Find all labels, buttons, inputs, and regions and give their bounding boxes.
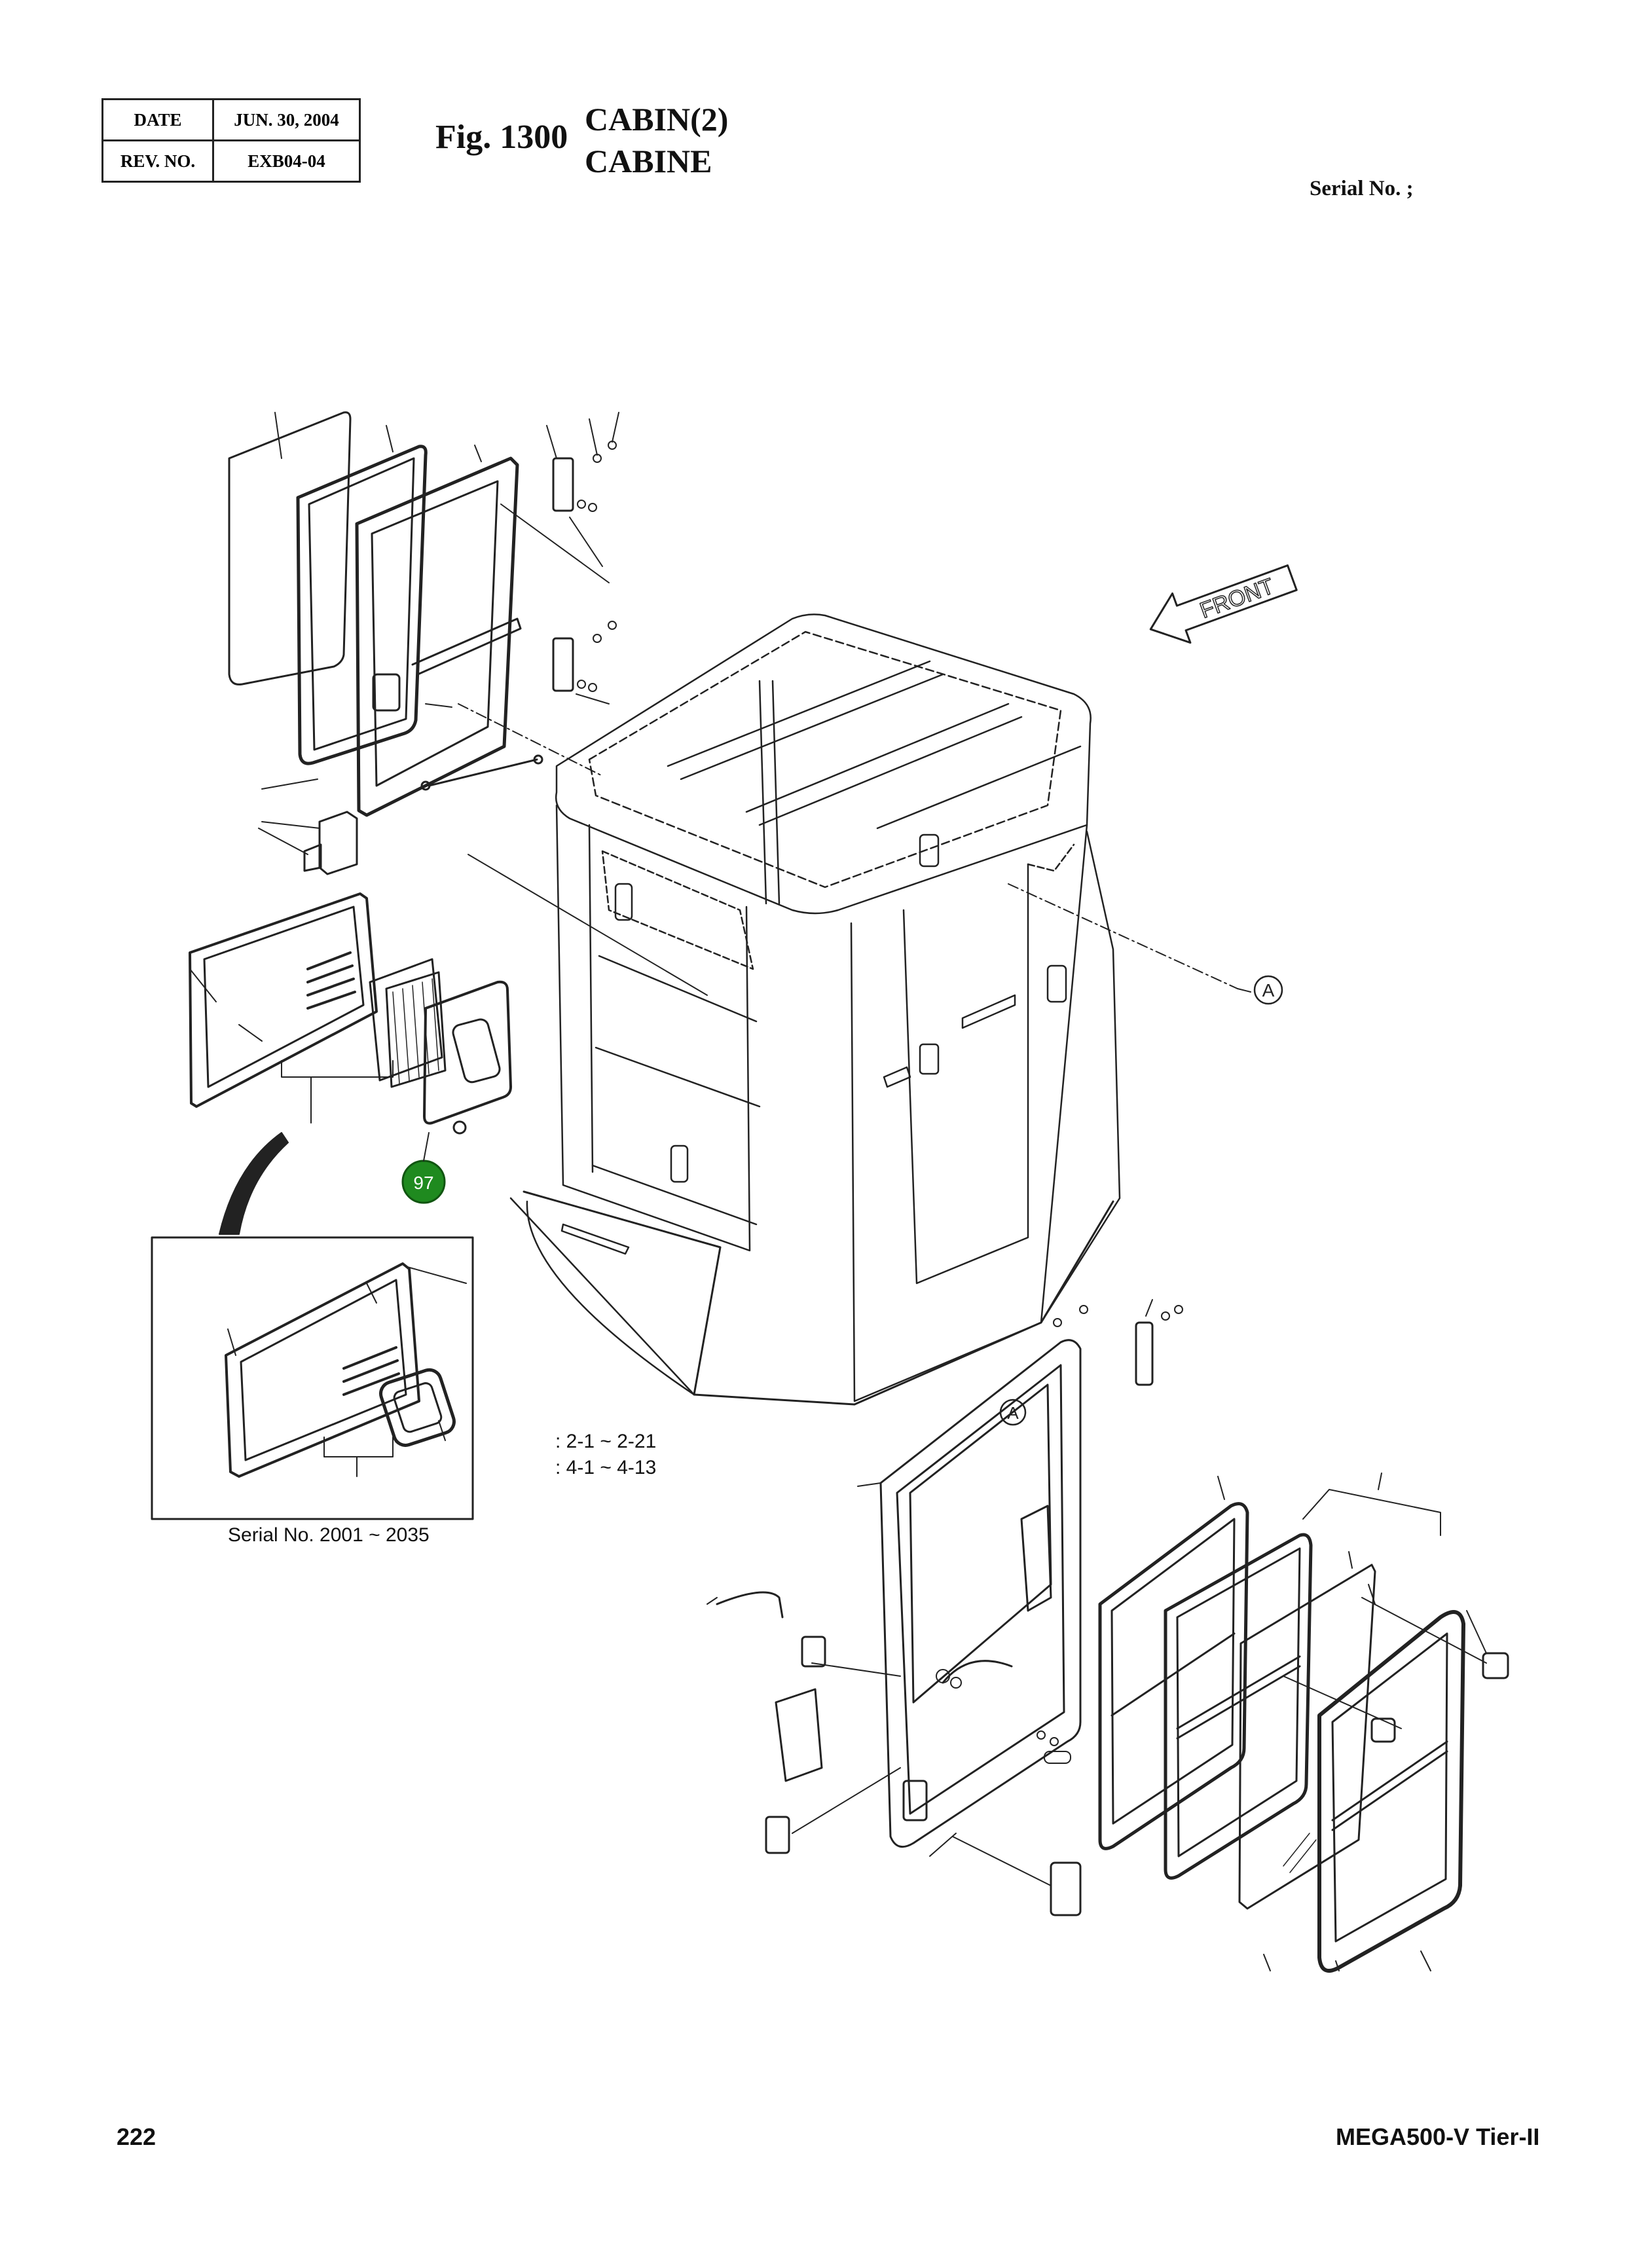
lower-window-outer-frame [1317, 1610, 1465, 1973]
lower-door-assembly: A [707, 1299, 1183, 1916]
model-name: MEGA500-V Tier-II [1336, 2123, 1540, 2150]
cabin-body [458, 613, 1251, 1406]
svg-text:A: A [1262, 980, 1275, 1000]
lower-window-glass [1238, 1564, 1376, 1910]
figure-title: CABIN(2) CABINE [585, 98, 728, 182]
hinge-upper-2 [552, 637, 574, 692]
cabin-lower-body [523, 1190, 1114, 1406]
lower-hinge-plate [670, 1144, 689, 1183]
front-direction-arrow: FRONT [1149, 564, 1298, 644]
door-handle [1050, 1861, 1082, 1916]
detail-callout-a-upper: A [1253, 975, 1283, 1005]
window-sash-frame [355, 456, 519, 817]
upper-door-window-assembly [228, 411, 619, 817]
cabin-right-wall [850, 824, 1088, 1402]
inset-filter-cover [379, 1368, 456, 1447]
striker [919, 1043, 940, 1075]
detail-callout-a-door [999, 1399, 1027, 1426]
door-lock [902, 1780, 928, 1821]
rev-label: REV. NO. [101, 139, 214, 183]
figure-title-en: CABIN(2) [585, 101, 729, 137]
front-label: FRONT [1197, 574, 1277, 623]
vent-filter-assembly: 97 [189, 778, 708, 1204]
filter-element [369, 958, 443, 1082]
window-latch [372, 673, 401, 712]
roof-rails [667, 660, 1082, 830]
leader-lines-upper [274, 412, 619, 708]
cabin-left-wall [555, 804, 751, 1252]
reference-note-2: : 4-1 ~ 4-13 [555, 1457, 657, 1478]
washer [452, 1120, 467, 1135]
window-seal-upper [296, 445, 428, 765]
vent-panel [189, 892, 378, 1108]
lower-window-frames [1098, 1473, 1509, 1973]
lower-door-frame [879, 1339, 1082, 1848]
date-value: JUN. 30, 2004 [212, 98, 361, 141]
filter-cover [423, 980, 512, 1125]
window-latch-lower [1370, 1717, 1396, 1743]
door-lock-plate [1046, 964, 1067, 1003]
rev-value: EXB04-04 [212, 139, 361, 183]
date-label: DATE [101, 98, 214, 141]
cabin-roof [555, 613, 1092, 915]
left-hinge-plate [614, 883, 633, 921]
figure-number: Fig. 1300 [435, 119, 568, 156]
reference-note-1: : 2-1 ~ 2-21 [555, 1431, 657, 1452]
door-rod [716, 1591, 784, 1619]
revision-table: DATE JUN. 30, 2004 REV. NO. EXB04-04 [101, 98, 361, 183]
window-glass-upper [228, 411, 352, 686]
lower-door-hinge [1135, 1321, 1154, 1386]
inset-detail [151, 1236, 474, 1520]
roof-bracket [919, 833, 940, 868]
inset-serial-range: Serial No. 2001 ~ 2035 [228, 1524, 430, 1546]
lower-sash-frame [1164, 1533, 1313, 1880]
vent-louvers [306, 951, 356, 1010]
page-number: 222 [117, 2123, 156, 2150]
stay-rod [428, 758, 538, 787]
window-catch [1482, 1652, 1509, 1679]
mount-box [318, 811, 358, 875]
part-number-badge-text: 97 [413, 1173, 433, 1193]
inset-frame [151, 1236, 474, 1520]
door-side-panel [775, 1688, 823, 1782]
hinge-bolts [577, 441, 617, 692]
hinge-upper-1 [552, 457, 574, 512]
inset-pointer-arrow [219, 1132, 289, 1235]
inset-vent-panel [225, 1262, 420, 1478]
figure-title-fr: CABINE [585, 143, 712, 179]
lower-window-seal [1098, 1502, 1249, 1850]
serial-number-heading: Serial No. ; [1310, 177, 1414, 200]
svg-text:A: A [1007, 1403, 1019, 1423]
